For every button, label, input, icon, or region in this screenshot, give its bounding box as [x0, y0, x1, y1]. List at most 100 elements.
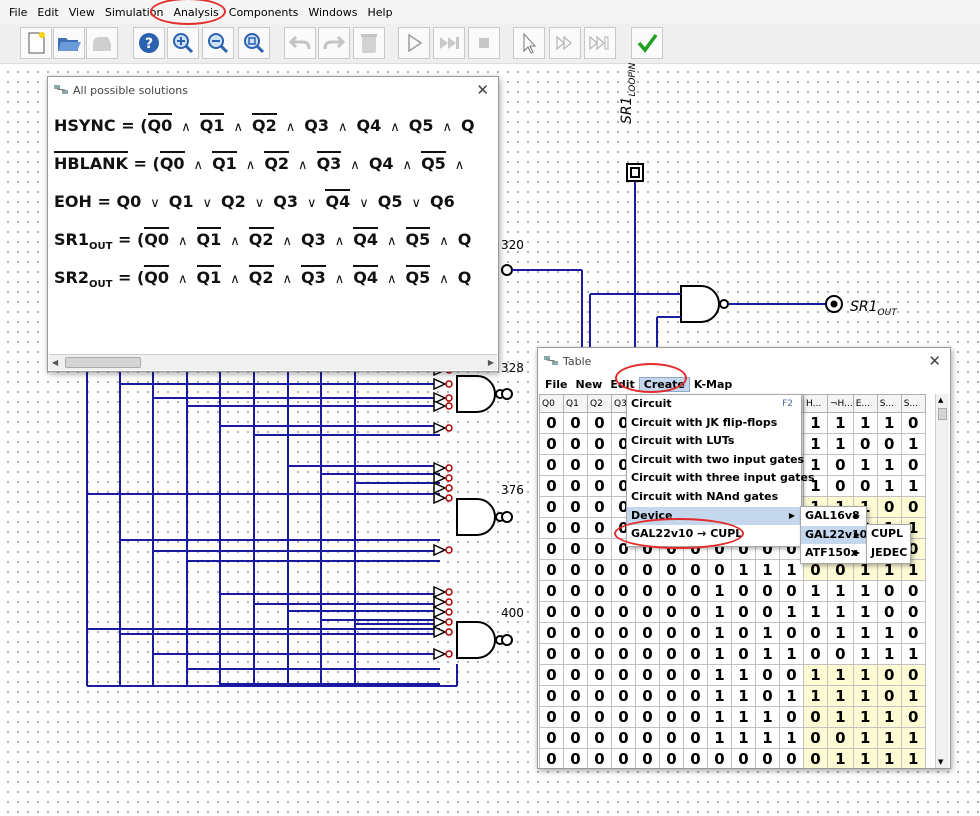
- table-cell[interactable]: 1: [900, 559, 926, 581]
- table-cell[interactable]: 0: [563, 496, 588, 518]
- menu-help[interactable]: Help: [367, 5, 393, 19]
- table-cell[interactable]: 0: [611, 664, 636, 686]
- table-cell[interactable]: 1: [707, 727, 732, 749]
- table-cell[interactable]: 1: [852, 601, 878, 623]
- table-cell[interactable]: 0: [683, 685, 708, 707]
- table-cell[interactable]: 1: [827, 685, 854, 707]
- table-cell[interactable]: 0: [683, 643, 708, 665]
- table-cell[interactable]: 0: [539, 685, 564, 707]
- scroll-right-icon[interactable]: ▶: [487, 358, 494, 367]
- table-cell[interactable]: 0: [803, 622, 828, 644]
- table-cell[interactable]: 1: [827, 706, 854, 728]
- table-menu-new[interactable]: New: [575, 377, 603, 391]
- table-cell[interactable]: 0: [900, 580, 926, 602]
- help-icon[interactable]: ?: [133, 27, 165, 59]
- table-cell[interactable]: 1: [779, 727, 804, 749]
- table-cell[interactable]: 1: [852, 748, 878, 768]
- table-cell[interactable]: 0: [779, 580, 804, 602]
- table-cell[interactable]: 0: [779, 664, 804, 686]
- table-cell[interactable]: 1: [900, 685, 926, 707]
- table-cell[interactable]: 1: [900, 433, 926, 455]
- column-header[interactable]: Q1: [563, 394, 588, 413]
- table-cell[interactable]: 1: [707, 580, 732, 602]
- table-cell[interactable]: 0: [755, 601, 780, 623]
- table-cell[interactable]: 0: [731, 748, 756, 768]
- table-cell[interactable]: 1: [876, 706, 902, 728]
- table-cell[interactable]: 0: [731, 601, 756, 623]
- column-header[interactable]: H...: [803, 394, 828, 413]
- table-cell[interactable]: 0: [611, 706, 636, 728]
- table-cell[interactable]: 0: [659, 643, 684, 665]
- table-cell[interactable]: 1: [731, 559, 756, 581]
- device-item-atf150x[interactable]: ATF150x▶: [801, 544, 866, 563]
- table-cell[interactable]: 0: [707, 748, 732, 768]
- table-cell[interactable]: 1: [876, 412, 902, 434]
- table-cell[interactable]: 0: [539, 433, 564, 455]
- device-item-gal16v8[interactable]: GAL16v8▶: [801, 507, 866, 526]
- table-cell[interactable]: 1: [803, 685, 828, 707]
- table-cell[interactable]: 0: [803, 727, 828, 749]
- table-cell[interactable]: 0: [563, 517, 588, 539]
- table-cell[interactable]: 0: [539, 748, 564, 768]
- table-cell[interactable]: 0: [539, 601, 564, 623]
- table-cell[interactable]: 1: [731, 727, 756, 749]
- table-cell[interactable]: 0: [827, 454, 854, 476]
- table-cell[interactable]: 0: [539, 475, 564, 497]
- table-cell[interactable]: 0: [611, 685, 636, 707]
- table-cell[interactable]: 0: [876, 496, 902, 518]
- table-cell[interactable]: 0: [755, 748, 780, 768]
- scroll-up-icon[interactable]: ▲: [938, 396, 944, 404]
- zoom-fit-icon[interactable]: [238, 27, 270, 59]
- table-cell[interactable]: 0: [539, 517, 564, 539]
- table-cell[interactable]: 0: [563, 412, 588, 434]
- table-cell[interactable]: 1: [876, 559, 902, 581]
- menu-windows[interactable]: Windows: [308, 5, 358, 19]
- table-cell[interactable]: 1: [876, 454, 902, 476]
- table-close-icon[interactable]: ✕: [928, 352, 941, 370]
- table-cell[interactable]: 0: [852, 475, 878, 497]
- table-cell[interactable]: 1: [803, 454, 828, 476]
- table-cell[interactable]: 0: [900, 706, 926, 728]
- table-cell[interactable]: 0: [827, 475, 854, 497]
- table-cell[interactable]: 0: [659, 664, 684, 686]
- create-item-circuit-with-two-input-gates[interactable]: Circuit with two input gates: [627, 451, 804, 470]
- solutions-title-bar[interactable]: All possible solutions: [48, 77, 498, 103]
- table-cell[interactable]: 0: [803, 643, 828, 665]
- table-cell[interactable]: 1: [803, 664, 828, 686]
- table-cell[interactable]: 0: [876, 685, 902, 707]
- table-cell[interactable]: 1: [876, 748, 902, 768]
- solutions-hscrollbar[interactable]: ◀ ▶: [49, 354, 497, 370]
- table-cell[interactable]: 0: [539, 559, 564, 581]
- menu-simulation[interactable]: Simulation: [104, 5, 164, 19]
- table-cell[interactable]: 0: [563, 580, 588, 602]
- table-cell[interactable]: 1: [827, 748, 854, 768]
- table-cell[interactable]: 0: [587, 622, 612, 644]
- table-cell[interactable]: 0: [587, 559, 612, 581]
- table-cell[interactable]: 0: [563, 727, 588, 749]
- table-cell[interactable]: 0: [587, 664, 612, 686]
- table-cell[interactable]: 1: [755, 643, 780, 665]
- table-cell[interactable]: 1: [755, 706, 780, 728]
- table-cell[interactable]: 0: [659, 685, 684, 707]
- table-cell[interactable]: 1: [876, 727, 902, 749]
- table-cell[interactable]: 0: [683, 559, 708, 581]
- table-cell[interactable]: 0: [611, 748, 636, 768]
- table-cell[interactable]: 0: [755, 580, 780, 602]
- table-cell[interactable]: 1: [707, 706, 732, 728]
- table-cell[interactable]: 1: [852, 454, 878, 476]
- table-cell[interactable]: 0: [539, 664, 564, 686]
- table-cell[interactable]: 0: [563, 538, 588, 560]
- table-cell[interactable]: 0: [683, 664, 708, 686]
- table-menu-file[interactable]: File: [545, 377, 568, 391]
- table-cell[interactable]: 0: [659, 622, 684, 644]
- zoom-in-icon[interactable]: [167, 27, 199, 59]
- column-header[interactable]: ¬H...: [827, 394, 854, 413]
- table-cell[interactable]: 0: [587, 412, 612, 434]
- table-cell[interactable]: 0: [539, 496, 564, 518]
- table-cell[interactable]: 1: [803, 580, 828, 602]
- table-cell[interactable]: 1: [827, 580, 854, 602]
